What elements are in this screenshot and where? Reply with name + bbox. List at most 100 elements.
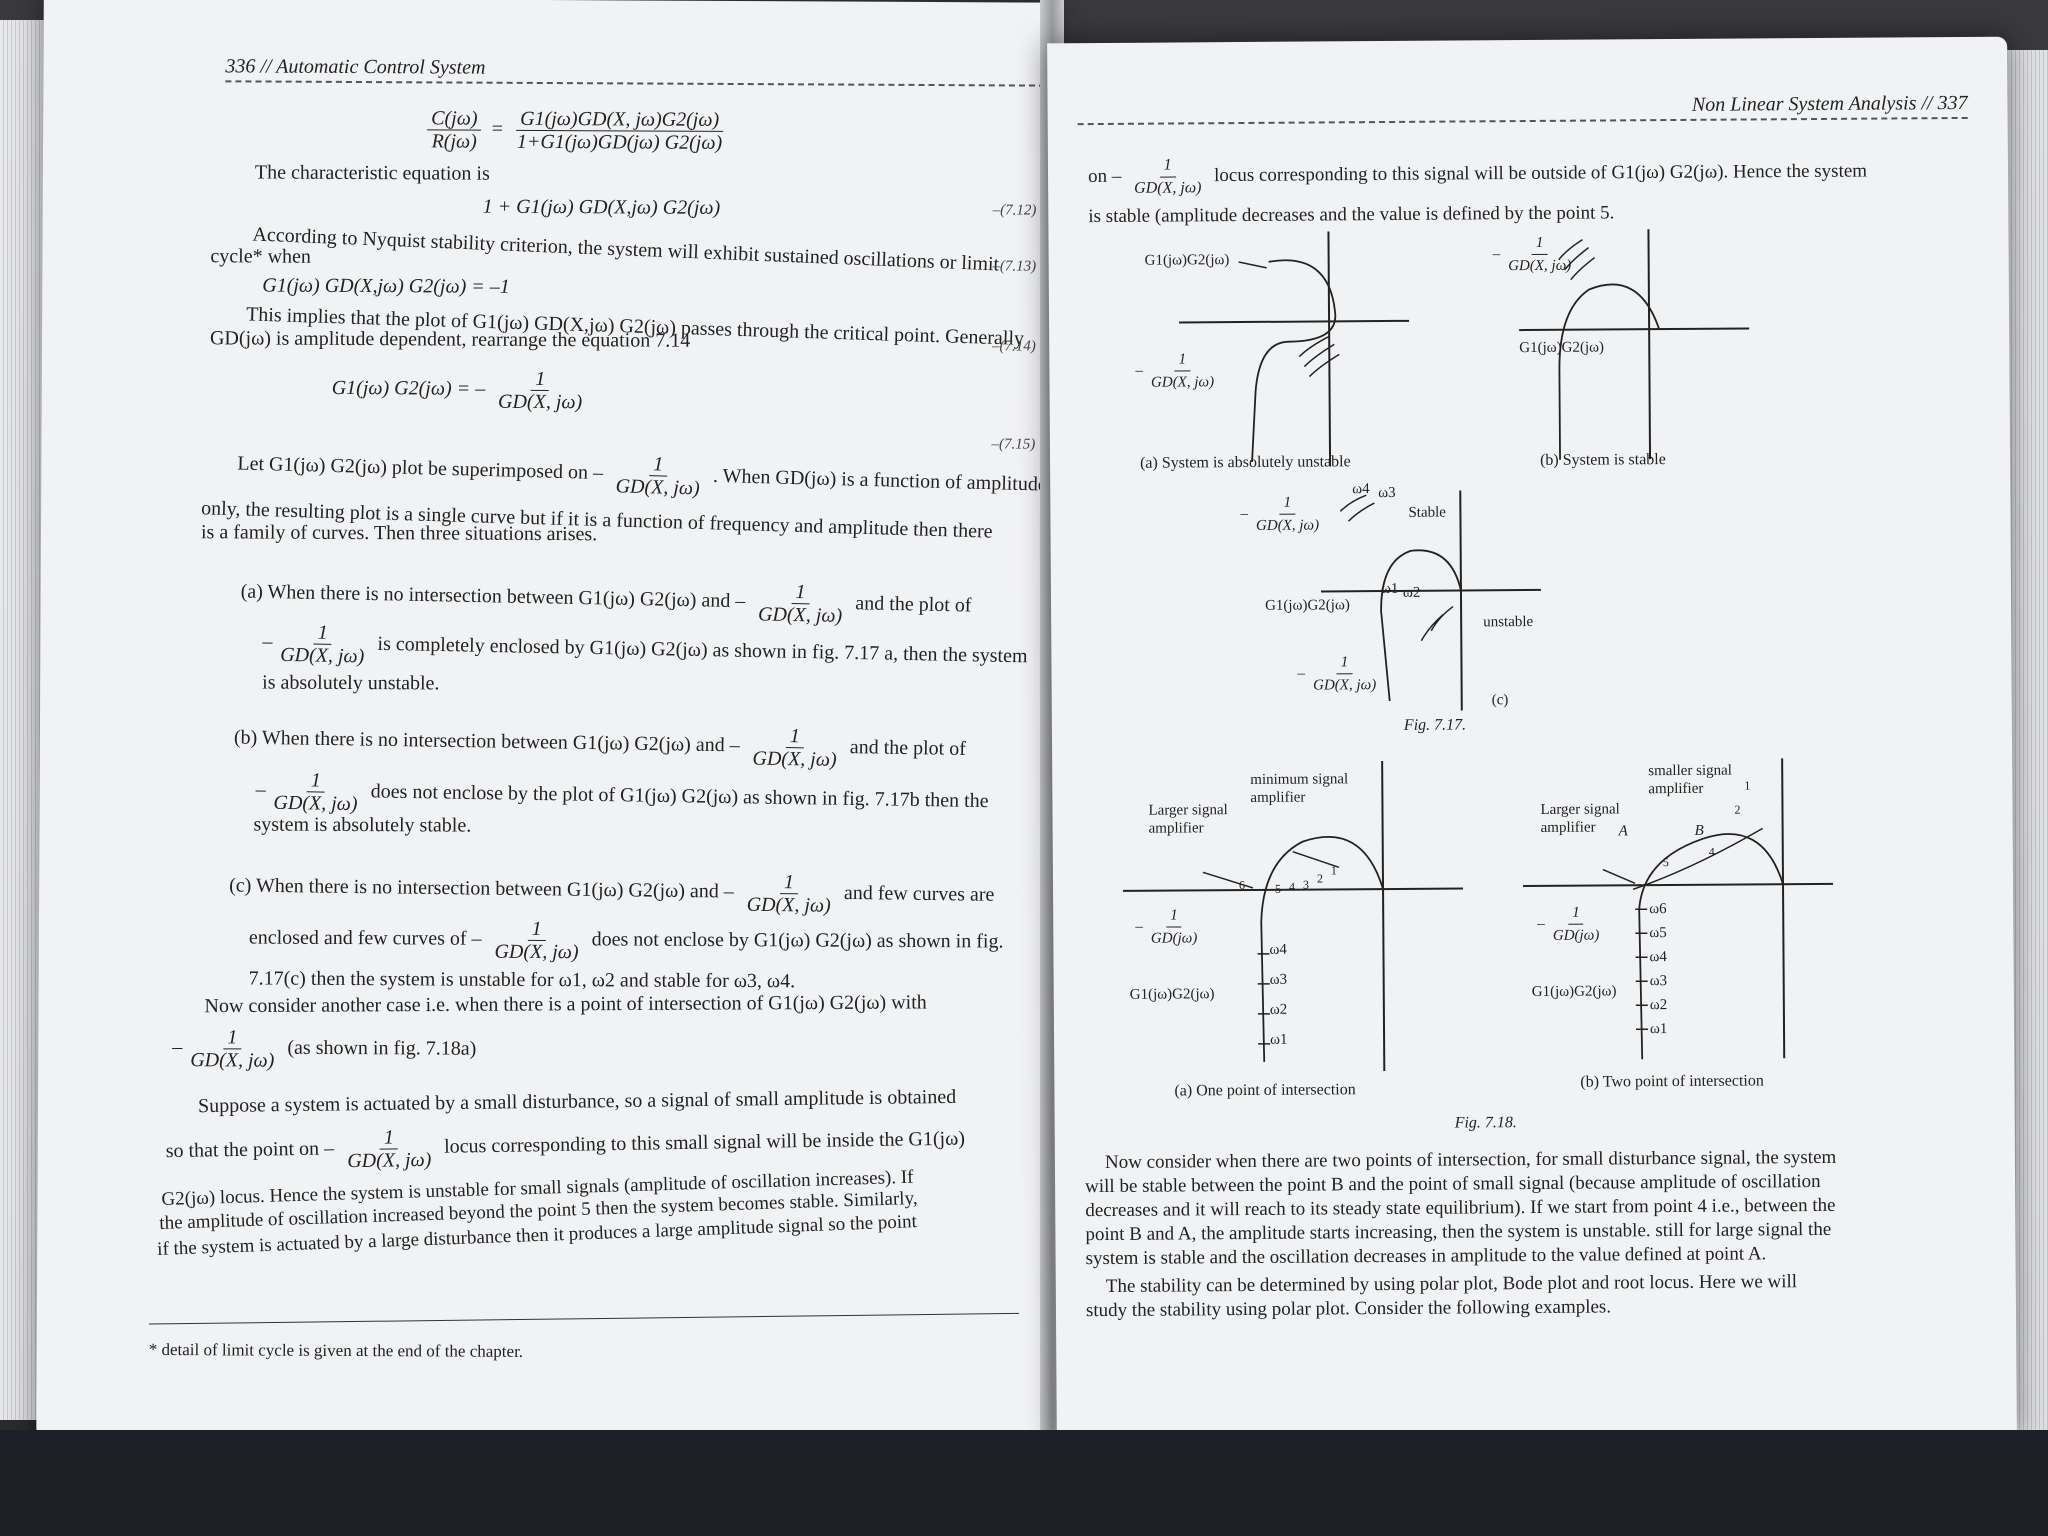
frac-den: GD(X, jω) [1313,677,1377,694]
suppose-line-1: Suppose a system is actuated by a small … [197,1085,957,1118]
frac-den: GD(X, jω) [746,893,831,917]
case-a-1a: (a) When there is no intersection betwee… [240,580,746,613]
fig-718b-caption: (b) Two point of intersection [1580,1072,1764,1091]
fig-717b-diagram [1519,229,1750,460]
frac-num: 1 [779,871,799,895]
fig-718a-large-2: amplifier [1148,820,1204,837]
frac-num: 1 [527,917,546,942]
frac-den: GD(jω) [1150,930,1198,947]
fig-718a-g-label: G1(jω)G2(jω) [1129,986,1215,1003]
frac-num: 1 [1531,231,1548,255]
frac-num: 1 [379,1126,399,1150]
frac-den: GD(X, jω) [757,603,843,627]
frac-num: 1 [785,725,805,749]
fig-717c-tag: (c) [1491,692,1509,709]
fig-718a-pt-3: 3 [1302,877,1310,892]
fig-718b-large-2: amplifier [1540,819,1596,836]
frac-num: 1 [1166,904,1182,928]
char-eq-intro: The characteristic equation is [254,161,490,185]
case-c-2b: does not enclose by G1(jω) G2(jω) as sho… [591,928,1004,953]
fig-718a-diagram [1123,761,1464,1072]
frac-num: 1 [313,621,332,645]
fig-718b-diagram [1523,758,1834,1060]
background-bottom [0,1430,2048,1536]
fig-718b-pt-2: 2 [1734,802,1741,817]
eq-rhs-num: G1(jω)GD(X, jω)G2(jω) [516,107,724,132]
fig-718b-w6: ω6 [1649,901,1667,918]
fig-718a-w4: ω4 [1269,941,1287,958]
eqnum-715: –(7.15) [991,436,1036,453]
frac-den: GD(X, jω) [1508,257,1572,275]
frac-num: 1 [1279,491,1296,515]
fig-718a-pt-5: 5 [1274,881,1282,896]
fig-718a-caption: (a) One point of intersection [1174,1081,1356,1100]
fig-718a-min-2: amplifier [1250,789,1306,806]
case-a-2: is completely enclosed by G1(jω) G2(jω) … [377,632,1028,668]
fig-718b-pt-A: A [1618,823,1628,840]
fig-717a-g-label: G1(jω)G2(jω) [1144,252,1230,269]
case-a-1b: and the plot of [855,592,972,617]
fig-717c-w2: ω2 [1402,584,1421,601]
fig-718b-large-1: Larger signal [1540,801,1620,818]
suppose-line-2b: locus corresponding to this small signal… [443,1127,966,1158]
frac-num: 1 [1174,348,1191,372]
fig-718b-w4: ω4 [1649,949,1667,966]
fig-718b-w3: ω3 [1649,973,1668,990]
frac-den: GD(X, jω) [615,475,700,500]
frac-den: GD(X, jω) [494,940,579,964]
fig-717b-caption: (b) System is stable [1539,451,1666,469]
frac-num: 1 [1568,901,1584,925]
fig-718b-pt-4: 4 [1708,844,1715,859]
frac-num: 1 [531,367,550,392]
frac-den: GD(X, jω) [752,747,837,771]
eq-714-lhs: G1(jω) G2(jω) = – [331,376,486,400]
fig-718a-pt-1: 1 [1330,863,1337,878]
eqnum-714: –(7.14) [991,338,1036,355]
fig-718b-w2: ω2 [1649,997,1668,1014]
case-a-line-1: (a) When there is no intersection betwee… [240,570,972,629]
transfer-function-eq: C(jω)R(jω) = G1(jω)GD(X, jω)G2(jω)1+G1(j… [423,107,730,154]
left-running-head: 336 // Automatic Control System [225,52,1054,87]
fig-717c-w4: ω4 [1352,481,1370,498]
fig-718b-g-label: G1(jω)G2(jω) [1531,983,1617,1001]
fig-718a-pt-4: 4 [1288,879,1296,894]
let-line-3: is a family of curves. Then three situat… [200,521,598,546]
fig-718a-w3: ω3 [1269,971,1288,988]
fig-718a-pt-2: 2 [1316,871,1324,886]
now-line-1: Now consider another case i.e. when ther… [204,991,927,1018]
frac-den: GD(X, jω) [190,1049,275,1072]
eqnum-712: –(7.12) [992,202,1037,219]
fig-718a-large-1: Larger signal [1148,802,1228,819]
frac-num: 1 [648,453,668,477]
frac-den: GD(X, jω) [279,643,365,668]
fig-718b-pt-1: 1 [1744,778,1751,793]
implies-line-2: GD(jω) is amplitude dependent, rearrange… [209,327,691,352]
fig-717c-w1: ω1 [1380,580,1399,598]
para2-line-2: study the stability using polar plot. Co… [1085,1296,1612,1322]
eq-lhs-num: C(jω) [427,107,482,131]
nyquist-line-1: According to Nyquist stability criterion… [252,223,1000,276]
case-b-line-1: (b) When there is no intersection betwee… [234,716,967,772]
fig-717-caption: Fig. 7.17. [1403,716,1467,734]
fig-718b-w1: ω1 [1649,1021,1668,1038]
let-line-1a: Let G1(jω) G2(jω) plot be superimposed o… [237,452,604,485]
fig-717a-diagram [1179,231,1410,467]
nyquist-line-2: cycle* when [210,245,312,268]
let-line-1b: . When GD(jω) is a function of amplitude [712,464,1048,496]
case-c-2a: enclosed and few curves of – [248,926,482,950]
case-b-line-3: system is absolutely stable. [253,813,472,837]
right-page: Non Linear System Analysis // 337 on – 1… [1047,36,2017,1444]
char-eq: 1 + G1(jω) GD(X,jω) G2(jω) [482,195,721,219]
case-a-line-3: is absolutely unstable. [262,671,440,695]
fig-718b-small-1: smaller signal [1648,762,1733,780]
frac-den: GD(jω) [1552,927,1600,944]
eq-lhs-den: R(jω) [431,130,477,153]
frac-den: GD(X, jω) [1150,374,1215,391]
frac-den: GD(X, jω) [498,390,583,414]
fig-717c-unstable: unstable [1483,613,1534,631]
frac-den: GD(X, jω) [1255,517,1320,534]
